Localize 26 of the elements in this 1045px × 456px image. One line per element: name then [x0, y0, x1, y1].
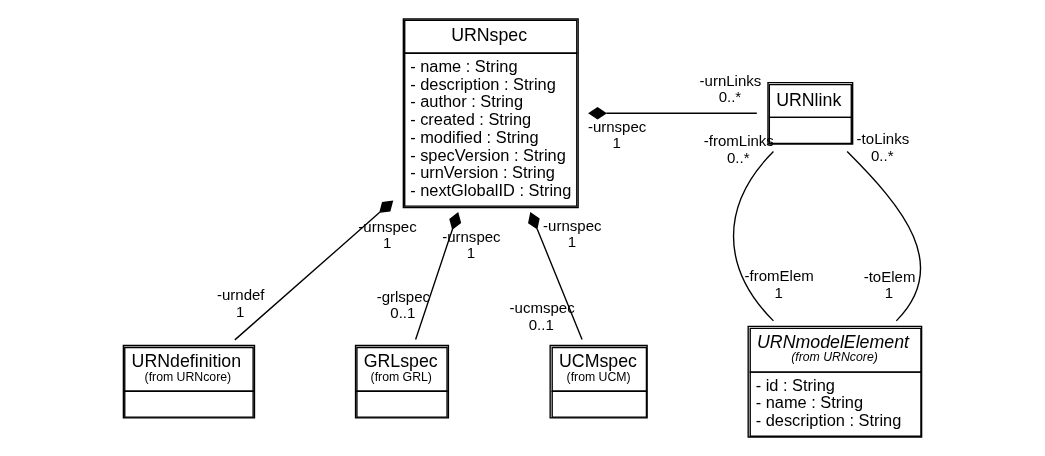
label: -urnspec [587, 117, 647, 135]
label: -urnLinks [699, 72, 762, 90]
label: -toLinks [856, 130, 910, 148]
label: 1 [236, 302, 245, 320]
label: 1 [884, 284, 894, 302]
connector [528, 212, 583, 341]
label: 0..* [727, 148, 750, 166]
connector [732, 150, 775, 322]
connector [588, 107, 758, 120]
label: 0..1 [390, 304, 416, 322]
label: -urndef [216, 286, 265, 304]
label: 1 [567, 232, 577, 250]
label: -urnspec [543, 216, 602, 234]
connector [846, 150, 922, 322]
connector [414, 212, 462, 341]
label: -fromElem [744, 267, 814, 285]
label: 1 [612, 134, 621, 152]
label: 1 [382, 234, 392, 252]
connector [234, 200, 394, 341]
label: 0..* [870, 146, 894, 164]
label: 1 [774, 283, 783, 301]
label: -toElem [863, 267, 916, 285]
label: 1 [466, 244, 476, 262]
label: 0..1 [528, 315, 554, 333]
label: -grlspec [376, 288, 431, 306]
label: 0..* [718, 88, 742, 106]
